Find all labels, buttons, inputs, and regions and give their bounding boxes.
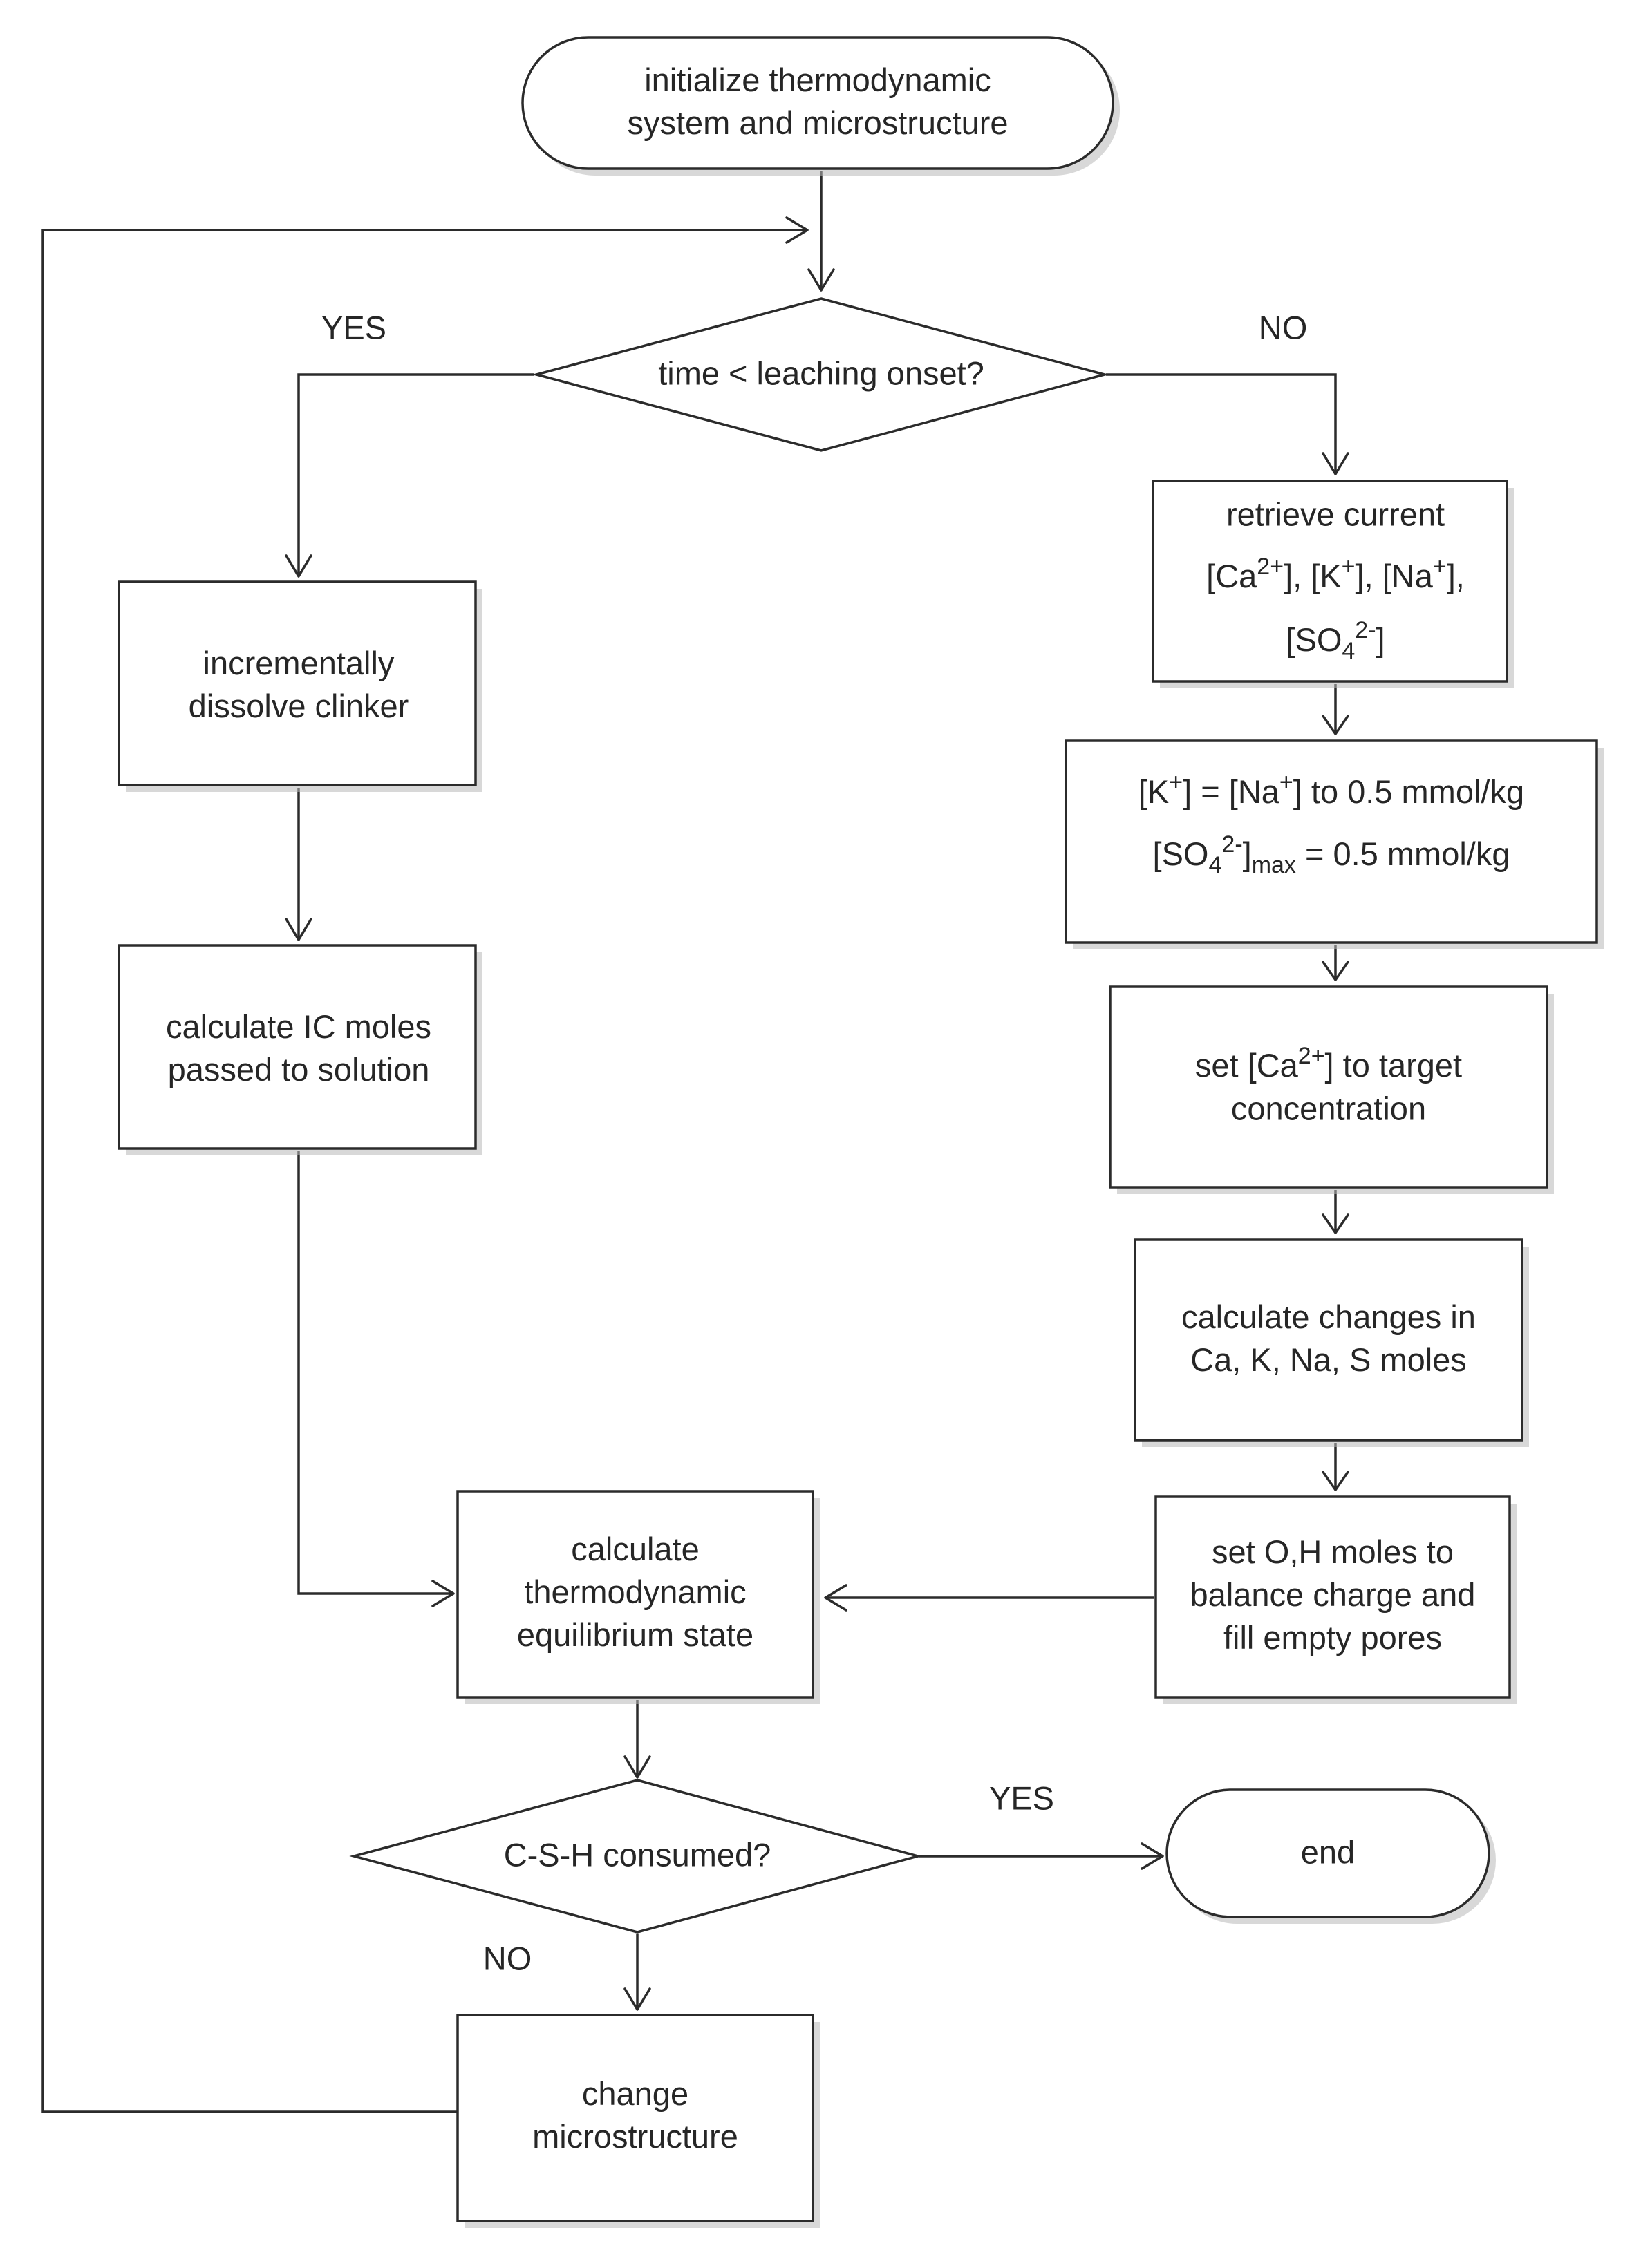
node-set-oh-line1: set O,H moles to [1212, 1533, 1454, 1570]
label-csh-yes: YES [989, 1779, 1054, 1816]
node-retrieve-current [1152, 480, 1508, 683]
nodes: initialize thermodynamic system and micro… [118, 36, 1604, 2228]
node-decision-csh [349, 1779, 923, 1934]
node-ic-moles [118, 944, 477, 1150]
node-dissolve-line2: dissolve clinker [189, 688, 409, 724]
node-set-ca [1109, 985, 1548, 1189]
arrowhead [1322, 452, 1349, 475]
node-initialize-line2: system and microstructure [627, 104, 1008, 141]
node-k-na-limit [1065, 739, 1598, 944]
arrowhead [785, 216, 809, 244]
label-time-no: NO [1259, 309, 1308, 346]
node-change-micro-line1: change [582, 2075, 688, 2112]
label-csh-no: NO [483, 1940, 532, 1976]
node-set-ca-line2: concentration [1231, 1090, 1426, 1126]
arrowhead [623, 1987, 651, 2011]
arrowhead [824, 1584, 847, 1612]
arrowhead [285, 554, 312, 578]
node-equilibrium-line3: equilibrium state [517, 1616, 753, 1653]
node-retrieve-line2: [Ca2+], [K+], [Na+], [1206, 554, 1465, 594]
node-set-oh-moles [1154, 1495, 1511, 1699]
node-equilibrium [456, 1490, 814, 1699]
node-decision-time [532, 297, 1109, 452]
node-equilibrium-line2: thermodynamic [524, 1574, 746, 1610]
edges [41, 171, 1349, 2113]
label-time-yes: YES [321, 309, 386, 346]
arrowhead [1322, 1471, 1349, 1491]
node-initialize-line1: initialize thermodynamic [644, 62, 991, 98]
arrowhead [623, 1755, 651, 1779]
node-decision-csh-label: C-S-H consumed? [504, 1836, 771, 1873]
arrowhead [807, 268, 835, 292]
node-set-oh-line3: fill empty pores [1223, 1619, 1442, 1656]
node-dissolve-clinker [118, 580, 477, 786]
node-equilibrium-line1: calculate [571, 1531, 700, 1567]
edge-labels: YES NO YES NO [321, 309, 1307, 1976]
arrowhead [1141, 1842, 1164, 1870]
node-kna-line1: [K+] = [Na+] to 0.5 mmol/kg [1138, 769, 1524, 810]
node-kna-line2: [SO42-]max = 0.5 mmol/kg [1153, 831, 1510, 878]
arrowhead [285, 918, 312, 941]
node-changes-line2: Ca, K, Na, S moles [1190, 1341, 1467, 1378]
node-initialize [521, 36, 1114, 170]
node-ic-moles-line1: calculate IC moles [166, 1008, 431, 1045]
arrowhead [431, 1580, 455, 1607]
edge-ic-to-equilibrium [297, 1151, 453, 1595]
node-ic-moles-line2: passed to solution [168, 1051, 430, 1088]
node-changes-line1: calculate changes in [1181, 1298, 1476, 1335]
edge-time-yes [297, 373, 534, 576]
node-set-ca-line1: set [Ca2+] to target [1195, 1043, 1462, 1084]
node-change-microstructure [456, 2014, 814, 2222]
node-set-oh-line2: balance charge and [1190, 1576, 1476, 1613]
arrowhead [1322, 715, 1349, 735]
arrowhead [1322, 1213, 1349, 1234]
node-retrieve-line3: [SO42-] [1286, 617, 1385, 664]
node-decision-time-label: time < leaching onset? [658, 355, 984, 391]
edge-time-no [1106, 373, 1337, 474]
node-end-label: end [1301, 1833, 1355, 1870]
node-change-micro-line2: microstructure [532, 2118, 738, 2155]
node-dissolve-line1: incrementally [203, 645, 395, 681]
node-calculate-changes [1134, 1238, 1523, 1442]
node-end [1165, 1788, 1490, 1918]
arrowhead [1322, 961, 1349, 981]
edge-loop-back [41, 229, 807, 2113]
node-retrieve-line1: retrieve current [1226, 495, 1445, 532]
